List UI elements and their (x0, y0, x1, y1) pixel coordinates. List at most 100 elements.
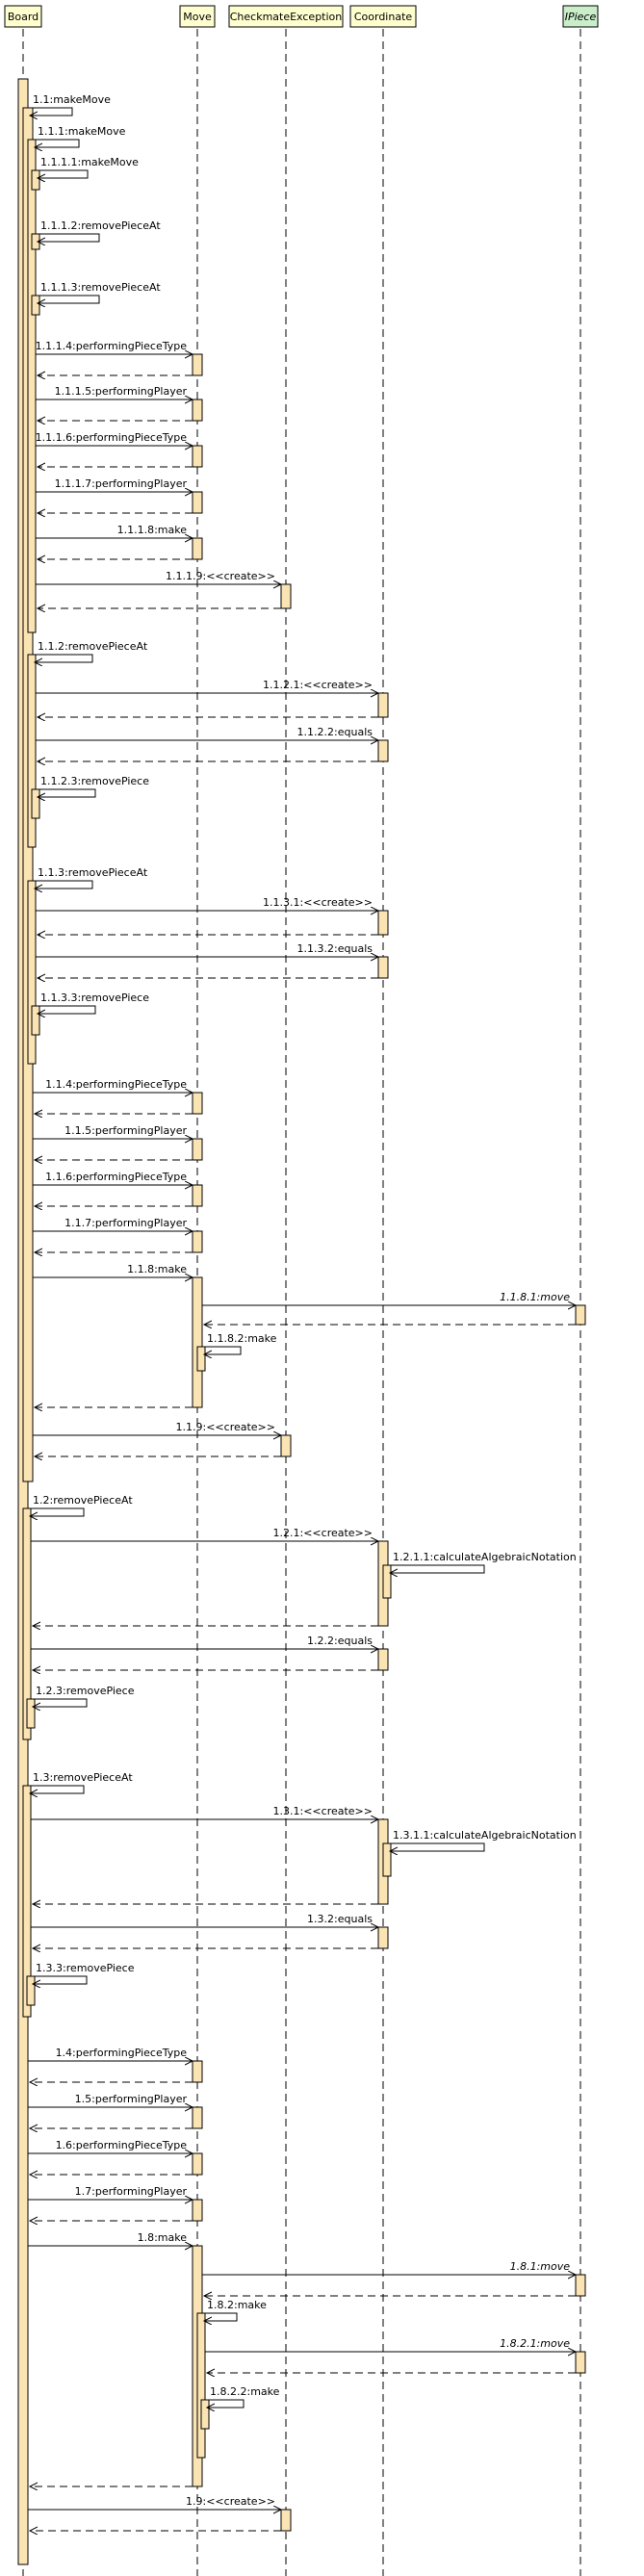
message-label: 1.1.1.1:makeMove (40, 156, 139, 168)
self-call-arrow (28, 107, 73, 116)
message-label: 1.8.1:move (510, 2260, 571, 2273)
participant-coordinate-label: Coordinate (354, 11, 413, 23)
message-label: 1.1.3:removePieceAt (38, 866, 148, 879)
message-label: 1.1.1.2:removePieceAt (40, 219, 161, 232)
message: 1.1.8:make (33, 1263, 193, 1407)
activation-bar (382, 1564, 392, 1599)
activation-bar (377, 1648, 389, 1671)
participant-board[interactable]: Board (4, 5, 42, 28)
message: 1.1.3:removePieceAt (33, 866, 148, 889)
activation-bar (377, 739, 389, 762)
message-label: 1.2.3:removePiece (36, 1685, 135, 1697)
message-label: 1.2:removePieceAt (33, 1494, 133, 1507)
message: 1.1.2:removePieceAt (33, 640, 148, 662)
self-call-arrow (33, 139, 80, 147)
activation-bar (192, 2152, 203, 2176)
activation-bar (200, 2399, 210, 2430)
message: 1.1.1.3:removePieceAt (36, 281, 161, 303)
message: 1.1.3.2:equals (36, 942, 378, 978)
self-call-arrow (388, 1564, 485, 1573)
self-call-arrow (31, 1698, 88, 1707)
message: 1.9:<<create>> (28, 2495, 281, 2531)
message-label: 1.3:removePieceAt (33, 1771, 133, 1784)
message-label: 1.8.2:make (207, 2299, 267, 2311)
message-label: 1.1.1.9:<<create>> (166, 570, 275, 582)
activation-bar (27, 139, 37, 633)
activation-bar (26, 1975, 36, 2006)
message-label: 1.8:make (138, 2231, 188, 2244)
self-call-arrow (36, 788, 96, 797)
activation-bar (192, 2199, 203, 2222)
message: 1.8.2:make (202, 2299, 267, 2321)
message-label: 1.1.8:make (127, 1263, 187, 1275)
participant-coordinate[interactable]: Coordinate (349, 5, 417, 28)
self-call-arrow (31, 1975, 88, 1984)
activation-bar (192, 2060, 203, 2083)
participant-board-label: Board (8, 11, 39, 23)
message: 1.3.1:<<create>> (31, 1805, 378, 1904)
activation-bar (31, 788, 40, 819)
message: 1.7:performingPlayer (28, 2185, 193, 2221)
message-label: 1.1.2.3:removePiece (40, 775, 149, 787)
self-call-arrow (36, 169, 89, 178)
message-label: 1.1.1.3:removePieceAt (40, 281, 161, 294)
activations (17, 78, 586, 2565)
participant-ipiece[interactable]: IPiece (562, 5, 599, 28)
message-label: 1.8.2.1:move (500, 2337, 570, 2350)
message-label: 1.1.2:removePieceAt (38, 640, 148, 653)
message-label: 1.2.1.1:calculateAlgebraicNotation (393, 1551, 577, 1563)
self-call-arrow (28, 1507, 85, 1516)
message: 1.1.2.1:<<create>> (36, 679, 378, 717)
self-call-arrow (36, 1005, 96, 1014)
message: 1.2.2:equals (31, 1635, 378, 1670)
message: 1.1.1.7:performingPlayer (36, 477, 193, 513)
message-label: 1.1.1.4:performingPieceType (36, 340, 188, 352)
activation-bar (192, 1138, 203, 1161)
message: 1.2.3:removePiece (31, 1685, 135, 1707)
message: 1.8.2.2:make (205, 2385, 280, 2408)
participant-move-label: Move (183, 11, 212, 23)
participant-checkmate-exception[interactable]: CheckmateException (228, 5, 344, 28)
activation-bar (377, 910, 389, 936)
participant-move[interactable]: Move (179, 5, 216, 28)
message-label: 1.6:performingPieceType (56, 2139, 188, 2151)
activation-bar (31, 295, 40, 316)
participant-board-box (4, 5, 42, 28)
message-label: 1.1.8.1:move (500, 1291, 570, 1303)
message-label: 1.1.7:performingPlayer (64, 1217, 187, 1229)
self-call-arrow (388, 1842, 485, 1851)
message: 1.5:performingPlayer (28, 2093, 193, 2128)
activation-bar (192, 491, 203, 514)
activation-bar (31, 1005, 40, 1036)
activation-bar (575, 2274, 586, 2297)
activation-bar (192, 353, 203, 376)
message: 1.1.3.1:<<create>> (36, 896, 378, 935)
message-label: 1.1.5:performingPlayer (64, 1124, 187, 1137)
activation-bar (22, 1507, 32, 1740)
message: 1.1.8.1:move (202, 1291, 576, 1325)
message-label: 1.1.1.7:performingPlayer (55, 477, 188, 490)
participant-checkmate-exception-label: CheckmateException (230, 11, 343, 23)
message: 1.1.6:performingPieceType (33, 1171, 193, 1206)
activation-bar (575, 1304, 586, 1326)
message: 1.1.8.2:make (202, 1332, 277, 1354)
message-label: 1.1.2.1:<<create>> (263, 679, 373, 691)
message-label: 1.3.1.1:calculateAlgebraicNotation (393, 1829, 577, 1842)
activation-bar (192, 1276, 203, 1408)
message: 1.4:performingPieceType (28, 2047, 193, 2082)
message: 1.2.1.1:calculateAlgebraicNotation (388, 1551, 577, 1573)
message-label: 1.1.6:performingPieceType (45, 1171, 187, 1183)
activation-bar (377, 692, 389, 718)
message-label: 1.1.1:makeMove (38, 125, 126, 138)
message: 1.1.2.2:equals (36, 726, 378, 761)
message: 1.1.1.8:make (36, 524, 193, 559)
message: 1.1.1:makeMove (33, 125, 126, 147)
message: 1.1.1.6:performingPieceType (36, 431, 193, 467)
message: 1.8:make (28, 2231, 193, 2486)
message: 1.1.9:<<create>> (33, 1421, 281, 1456)
participant-checkmate-exception-box (228, 5, 344, 28)
self-call-arrow (202, 2312, 238, 2321)
activation-bar (280, 2509, 292, 2532)
message-label: 1.3.1:<<create>> (273, 1805, 373, 1817)
